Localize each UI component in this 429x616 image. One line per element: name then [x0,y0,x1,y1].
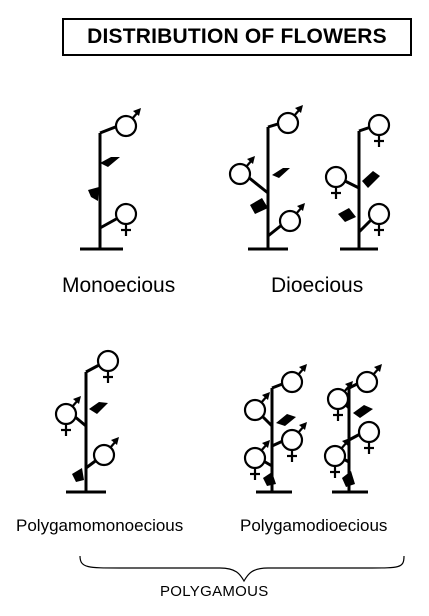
female-flower-icon [367,202,391,238]
male-flower-icon [92,435,121,467]
male-flower-icon [280,362,309,394]
polygamous-label: POLYGAMOUS [160,583,269,600]
female-flower-icon [367,113,391,149]
leaf [272,168,290,178]
polygamodioecious-label: Polygamodioecious [240,516,388,535]
leaf [263,472,276,486]
polygamomonoecious-plant [66,362,108,494]
male-flower-icon [276,103,305,135]
polygamomonoecious-label: Polygamomonoecious [16,516,184,535]
dioecious-label: Dioecious [271,274,364,297]
leaf [88,187,99,201]
monoecious-plant [80,124,123,251]
bisexual-flower-icon [280,420,309,464]
female-flower-icon [114,202,138,238]
bisexual-flower-icon [243,438,272,482]
dioecious-female-plant [338,125,380,251]
leaf [100,157,120,167]
female-flower-icon [324,165,348,201]
female-flower-icon [357,420,381,456]
polygamodioecious-plant-1 [256,381,296,494]
polygamous-brace [79,555,405,583]
bisexual-flower-icon [54,394,83,438]
monoecious-label: Monoecious [62,274,176,297]
diagram-title: DISTRIBUTION OF FLOWERS [87,25,387,48]
leaf [362,171,380,188]
male-flower-icon [278,201,307,233]
male-flower-icon [355,362,384,394]
leaf [353,405,373,418]
leaf [250,198,268,214]
leaf [338,208,356,222]
leaf [72,468,84,482]
bisexual-flower-icon [323,436,352,480]
leaf [342,471,355,487]
male-flower-icon [114,106,143,138]
leaf [89,402,108,414]
title-box: DISTRIBUTION OF FLOWERS [62,18,412,56]
dioecious-male-plant [247,121,290,251]
leaf [276,414,296,426]
male-flower-icon [243,390,272,422]
female-flower-icon [96,349,120,385]
